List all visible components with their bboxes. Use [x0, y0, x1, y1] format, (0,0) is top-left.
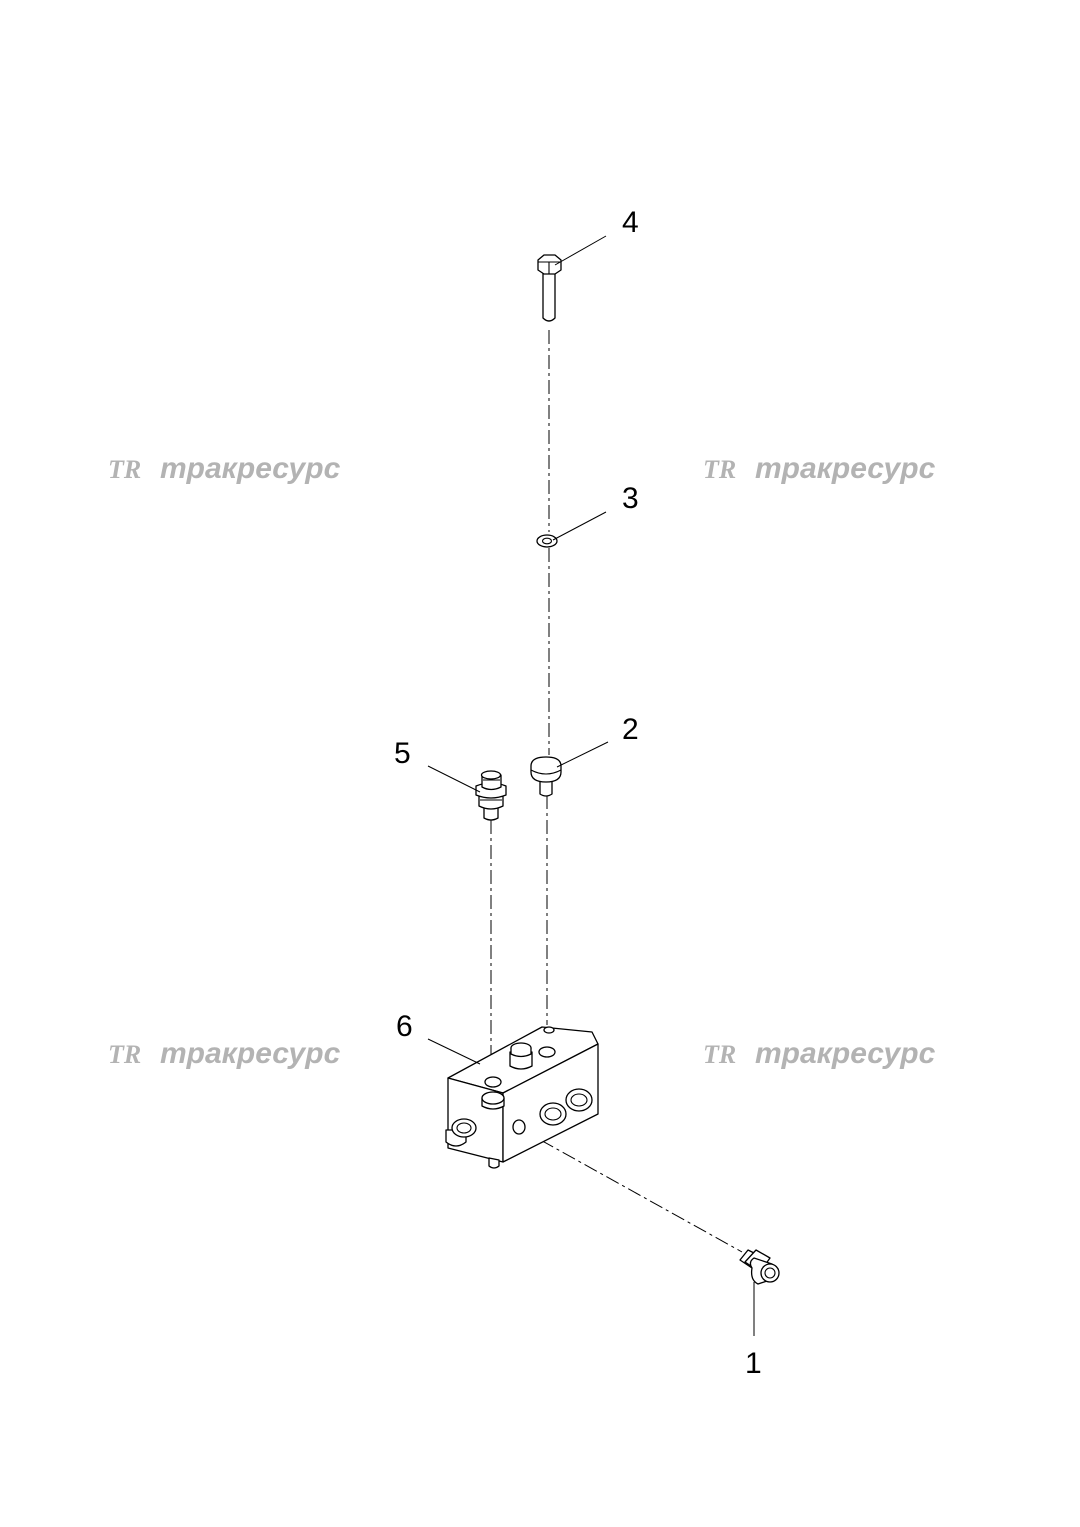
- leader-6: [427, 1038, 481, 1065]
- watermark-top-right: TR тракресурс: [703, 452, 936, 485]
- part-3-washer: [536, 534, 558, 548]
- leader-4: [554, 235, 607, 266]
- watermark-bottom-right: TR тракресурс: [703, 1037, 936, 1070]
- callout-5: 5: [394, 737, 411, 770]
- callout-3: 3: [622, 482, 639, 515]
- callouts: 4 3 2 5 6 1: [394, 206, 762, 1380]
- part-2-plug: [530, 756, 562, 797]
- watermark-brand: тракресурс: [755, 1037, 936, 1070]
- callout-1: 1: [745, 1347, 762, 1380]
- part-1-fitting: [739, 1249, 780, 1285]
- watermark-logo: TR: [108, 1040, 141, 1069]
- callout-2: 2: [622, 713, 639, 746]
- watermark-top-left: TR тракресурс: [108, 452, 341, 485]
- leader-5: [427, 765, 481, 793]
- part-4-hex-bolt: [537, 254, 562, 322]
- watermark-logo: TR: [108, 455, 141, 484]
- watermark-logo: TR: [703, 1040, 736, 1069]
- part-5-fitting: [475, 770, 507, 821]
- watermark-brand: тракресурс: [160, 1037, 341, 1070]
- part-6-valve-block: [445, 1026, 599, 1169]
- callout-4: 4: [622, 206, 639, 239]
- watermark-brand: тракресурс: [755, 452, 936, 485]
- leader-2: [556, 741, 609, 768]
- watermark-logo: TR: [703, 455, 736, 484]
- axis-block-to-fitting1: [518, 1127, 743, 1253]
- assembly-axes: [490, 330, 743, 1253]
- leader-3: [552, 511, 607, 541]
- leader-lines: [427, 235, 755, 1336]
- watermark-brand: тракресурс: [160, 452, 341, 485]
- callout-6: 6: [396, 1010, 413, 1043]
- watermark-bottom-left: TR тракресурс: [108, 1037, 341, 1070]
